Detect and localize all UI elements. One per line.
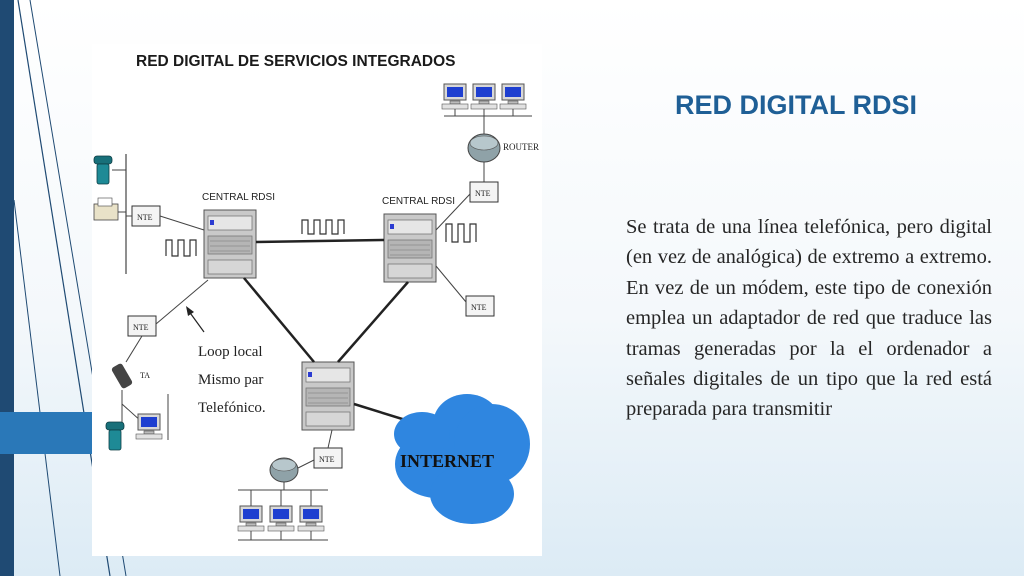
diagram-title: RED DIGITAL DE SERVICIOS INTEGRADOS (136, 53, 456, 70)
phone-icon (93, 155, 113, 185)
top-workstations (441, 83, 532, 134)
central-rdsi-right-switch (383, 213, 437, 283)
loop-label-line3: Telefónico. (198, 400, 266, 416)
nte-label: NTE (137, 213, 153, 222)
central-right-label: CENTRAL RDSI (382, 196, 455, 207)
router-icon (467, 133, 501, 163)
nte-top-right: NTE (469, 181, 499, 203)
internet-cloud (394, 394, 530, 524)
bottom-switch (301, 361, 355, 431)
loop-label-line2: Mismo par (198, 372, 263, 388)
bottom-workstations (237, 489, 328, 541)
left-accent-tab (0, 412, 96, 454)
nte-right: NTE (465, 295, 495, 317)
terminal-adapter-icon (111, 363, 133, 389)
router-label: ROUTER (503, 142, 539, 152)
phone-icon (105, 421, 125, 451)
ta-label: TA (140, 371, 150, 380)
nte-label: NTE (471, 303, 487, 312)
fax-icon (93, 197, 119, 221)
nte-bottom: NTE (313, 447, 343, 469)
nte-label: NTE (319, 455, 335, 464)
slide-body-text: Se trata de una línea telefónica, pero d… (626, 216, 992, 421)
router-icon (269, 457, 299, 483)
workstation-icon (135, 413, 163, 440)
central-rdsi-left-switch (203, 209, 257, 279)
nte-lower-left: NTE (127, 315, 157, 337)
internet-label: INTERNET (400, 451, 494, 471)
slide-title: RED DIGITAL RDSI (674, 90, 917, 120)
nte-left: NTE (131, 205, 161, 227)
nte-label: NTE (133, 323, 149, 332)
central-left-label: CENTRAL RDSI (202, 192, 275, 203)
rdsi-network-diagram: RED DIGITAL DE SERVICIOS INTEGRADOS ROUT… (92, 44, 542, 556)
loop-label-line1: Loop local (198, 344, 263, 360)
nte-label: NTE (475, 189, 491, 198)
